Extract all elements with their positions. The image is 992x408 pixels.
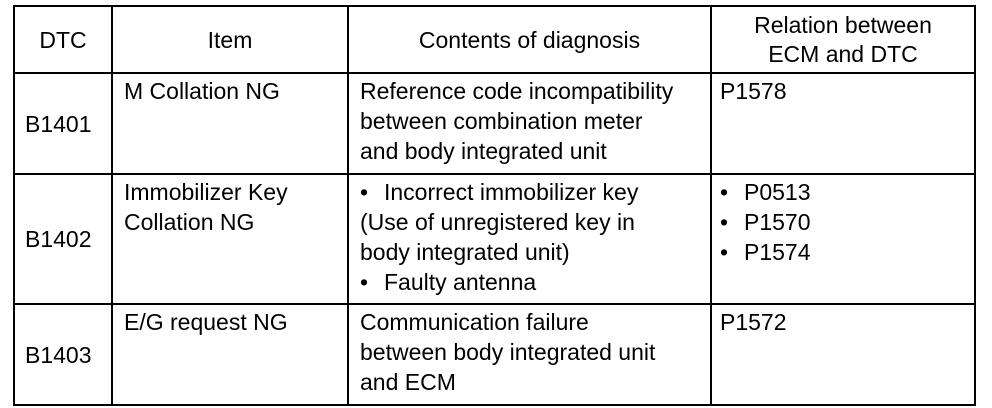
item-cell: Immobilizer Key Collation NG [111,173,349,305]
dtc-cell: B1403 [13,303,113,406]
relation-code: P0513 [744,179,811,205]
dtc-table: DTC Item Contents of diagnosis Relation … [13,5,976,406]
table-row: B1402 Immobilizer Key Collation NG • Inco… [13,173,976,305]
dtc-cell: B1402 [13,173,113,305]
header-dtc: DTC [13,5,113,74]
relation-code: P1572 [720,309,787,335]
contents-cell: Reference code incompatibility between c… [347,72,712,175]
contents-line: body integrated unit) [360,239,570,265]
bullet-text: Faulty antenna [384,269,537,295]
item-cell: M Collation NG [111,72,349,175]
contents-cell: Communication failure between body integ… [347,303,712,406]
relation-cell: P1578 [710,72,976,175]
relation-code: P1578 [720,78,787,104]
dtc-cell: B1401 [13,72,113,175]
item-line: E/G request NG [124,309,288,335]
relation-cell: • P0513 • P1570 • P1574 [710,173,976,305]
item-line: Immobilizer Key [124,179,288,205]
dtc-table-container: DTC Item Contents of diagnosis Relation … [13,5,976,406]
contents-cell: • Incorrect immobilizer key (Use of unreg… [347,173,712,305]
item-line: Collation NG [124,209,255,235]
header-row: DTC Item Contents of diagnosis Relation … [13,5,976,74]
header-relation-line2: ECM and DTC [768,40,918,67]
bullet-icon: • [720,239,729,265]
contents-bullet-item: • Incorrect immobilizer key [360,177,704,207]
relation-list-item: • P1570 [720,207,968,237]
relation-cell: P1572 [710,303,976,406]
relation-code: P1574 [744,239,811,265]
contents-line: (Use of unregistered key in [360,209,635,235]
contents-line: Communication failure [360,309,589,335]
bullet-icon: • [360,269,369,295]
header-contents: Contents of diagnosis [347,5,712,74]
header-relation-line1: Relation between [754,11,932,38]
item-line: M Collation NG [124,78,280,104]
bullet-icon: • [720,179,729,205]
contents-line: and ECM [360,369,456,395]
relation-code: P1570 [744,209,811,235]
contents-line: Reference code incompatibility [360,78,674,104]
bullet-icon: • [360,179,369,205]
contents-line: between body integrated unit [360,339,656,365]
header-relation: Relation between ECM and DTC [710,5,976,74]
relation-list-item: • P1574 [720,237,968,267]
relation-list-item: • P0513 [720,177,968,207]
table-row: B1401 M Collation NG Reference code inco… [13,72,976,175]
contents-bullet-item: • Faulty antenna [360,267,704,297]
table-row: B1403 E/G request NG Communication failu… [13,303,976,406]
bullet-icon: • [720,209,729,235]
contents-line: and body integrated unit [360,138,607,164]
item-cell: E/G request NG [111,303,349,406]
header-item: Item [111,5,349,74]
contents-line: between combination meter [360,108,643,134]
bullet-text: Incorrect immobilizer key [384,179,639,205]
